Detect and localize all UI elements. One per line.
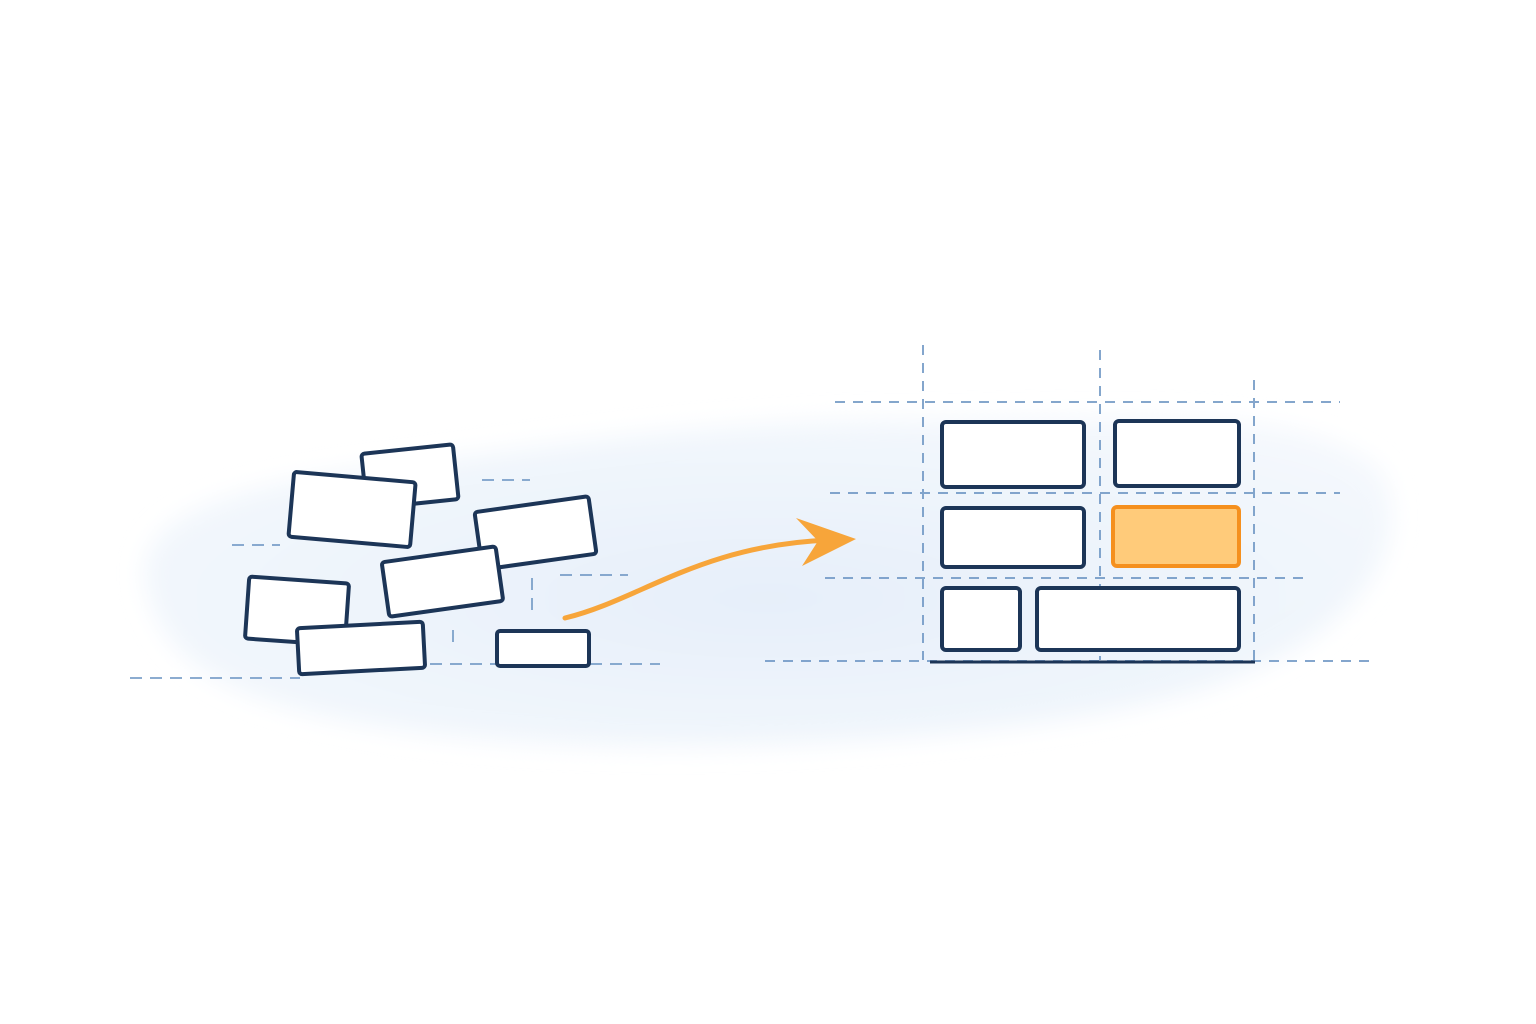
grid-block (940, 506, 1086, 569)
grid-block (1035, 586, 1241, 652)
scattered-blocks (243, 442, 599, 677)
scattered-block (380, 544, 505, 619)
scattered-block (286, 470, 418, 549)
grid-block (940, 586, 1022, 652)
grid-block (1113, 419, 1241, 488)
scattered-block (295, 619, 427, 677)
scattered-block (472, 494, 599, 572)
transition-arrow-icon (562, 518, 856, 621)
grid-block (940, 420, 1086, 489)
scattered-block (495, 629, 591, 668)
grid-block-highlighted (1111, 505, 1241, 568)
organized-grid (940, 419, 1241, 652)
